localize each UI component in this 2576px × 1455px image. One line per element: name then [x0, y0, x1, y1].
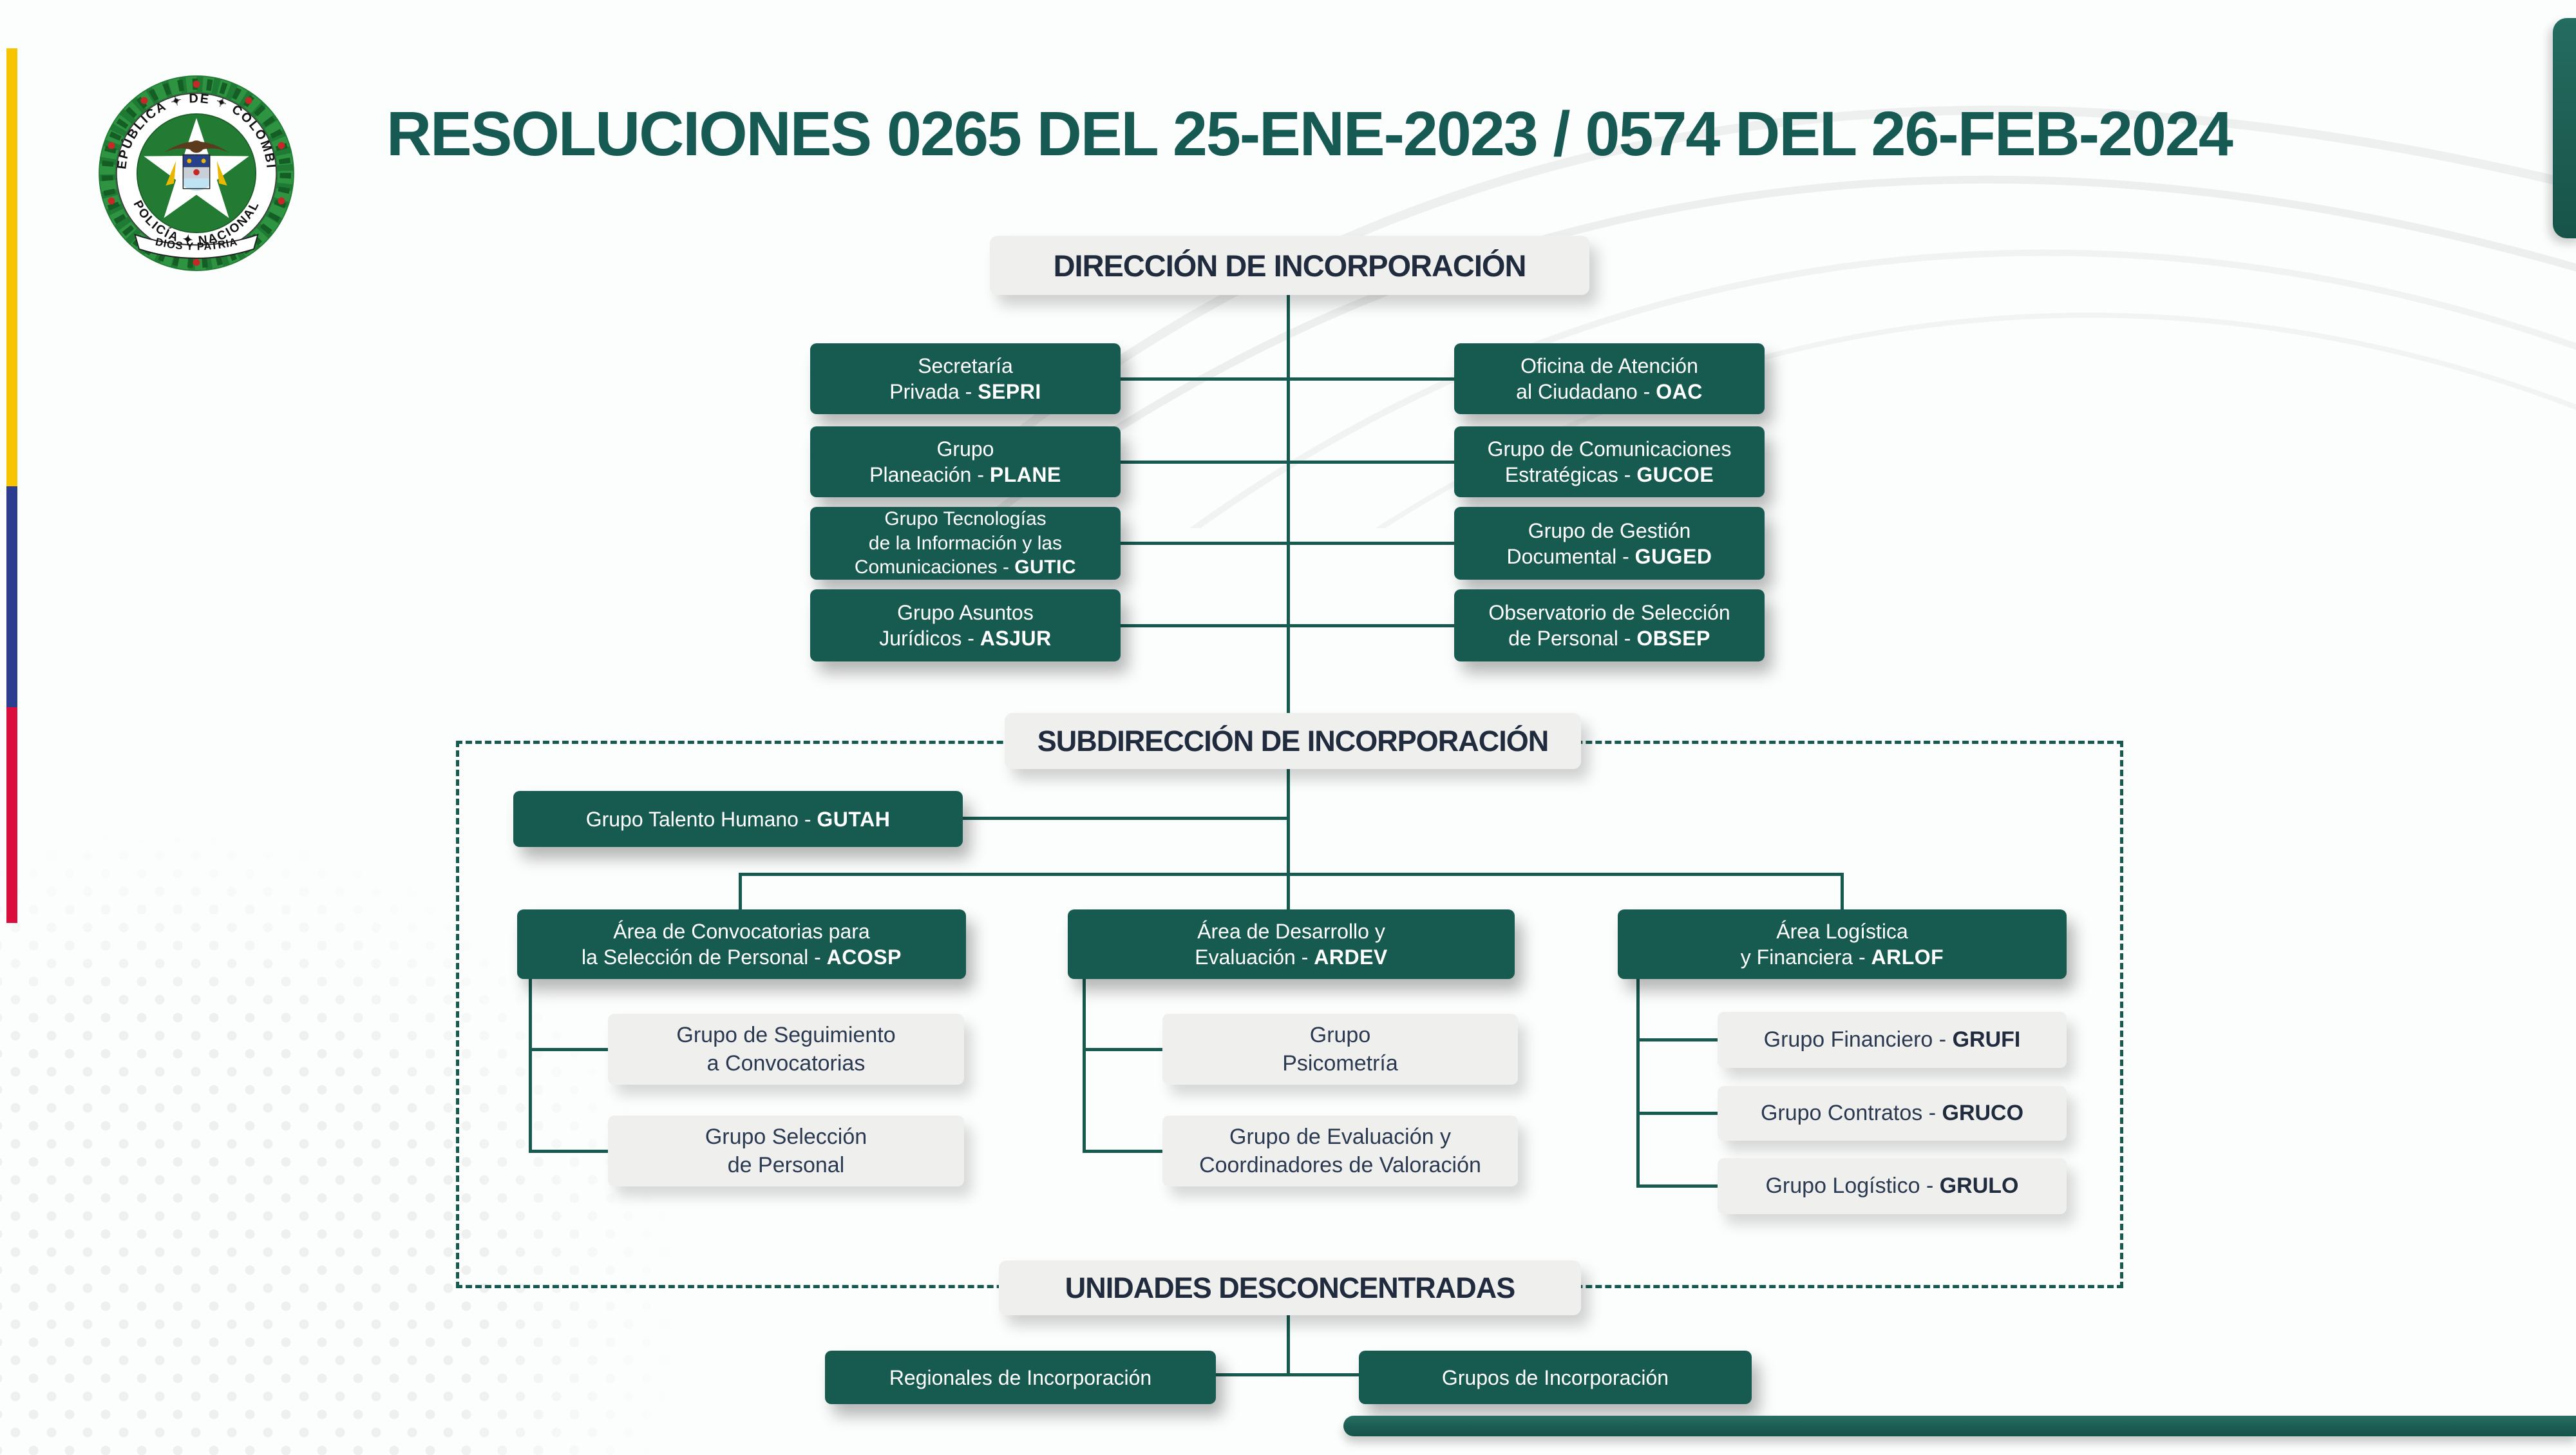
flag-red-stripe [6, 707, 17, 923]
flag-blue-stripe [6, 486, 17, 707]
bottom-accent-bar [1343, 1416, 2576, 1436]
node-grupos: Grupos de Incorporación [1359, 1351, 1752, 1404]
connector-line [739, 873, 1844, 876]
connector-line [1287, 769, 1290, 909]
node-gruco: Grupo Contratos - GRUCO [1718, 1086, 2067, 1141]
connector-line [1287, 1315, 1290, 1376]
connector-line [529, 1048, 608, 1051]
connector-line [1083, 979, 1086, 1153]
connector-line [1636, 1038, 1718, 1041]
connector-line [1636, 1112, 1718, 1115]
connector-line [1287, 295, 1290, 716]
connector-line [1083, 1048, 1162, 1051]
policia-nacional-crest-logo: REPÚBLICA ✦ DE ✦ COLOMBIA POLICÍA ✦ NACI… [94, 71, 295, 272]
node-grulo: Grupo Logístico - GRULO [1718, 1158, 2067, 1214]
connector-line [1083, 1150, 1162, 1153]
node-subdireccion: SUBDIRECCIÓN DE INCORPORACIÓN [1005, 713, 1581, 769]
connector-line [529, 1150, 608, 1153]
page-title: RESOLUCIONES 0265 DEL 25-ENE-2023 / 0574… [386, 99, 2233, 169]
connector-line [1288, 542, 1454, 545]
node-direccion: DIRECCIÓN DE INCORPORACIÓN [990, 236, 1589, 295]
connector-line [1288, 624, 1454, 627]
connector-line [1121, 461, 1288, 464]
node-gutah: Grupo Talento Humano - GUTAH [513, 791, 963, 847]
crest-coat-of-arms [164, 140, 229, 191]
node-grufi: Grupo Financiero - GRUFI [1718, 1012, 2067, 1068]
crest-banner-ribbon [134, 233, 259, 259]
connector-line [1121, 624, 1288, 627]
colombia-flag-stripe [6, 48, 17, 923]
connector-line [963, 817, 1287, 820]
connector-line [1216, 1373, 1359, 1376]
node-unidades: UNIDADES DESCONCENTRADAS [999, 1260, 1581, 1315]
right-edge-tab [2553, 18, 2576, 238]
connector-line [1288, 377, 1454, 381]
flag-yellow-stripe [6, 48, 17, 486]
connector-line [529, 979, 532, 1153]
connector-line [1636, 979, 1640, 1188]
connector-line [1121, 377, 1288, 381]
connector-line [1636, 1184, 1718, 1188]
connector-line [739, 873, 742, 909]
connector-line [1841, 873, 1844, 909]
connector-line [1288, 461, 1454, 464]
connector-line [1121, 542, 1288, 545]
node-regionales: Regionales de Incorporación [825, 1351, 1216, 1404]
